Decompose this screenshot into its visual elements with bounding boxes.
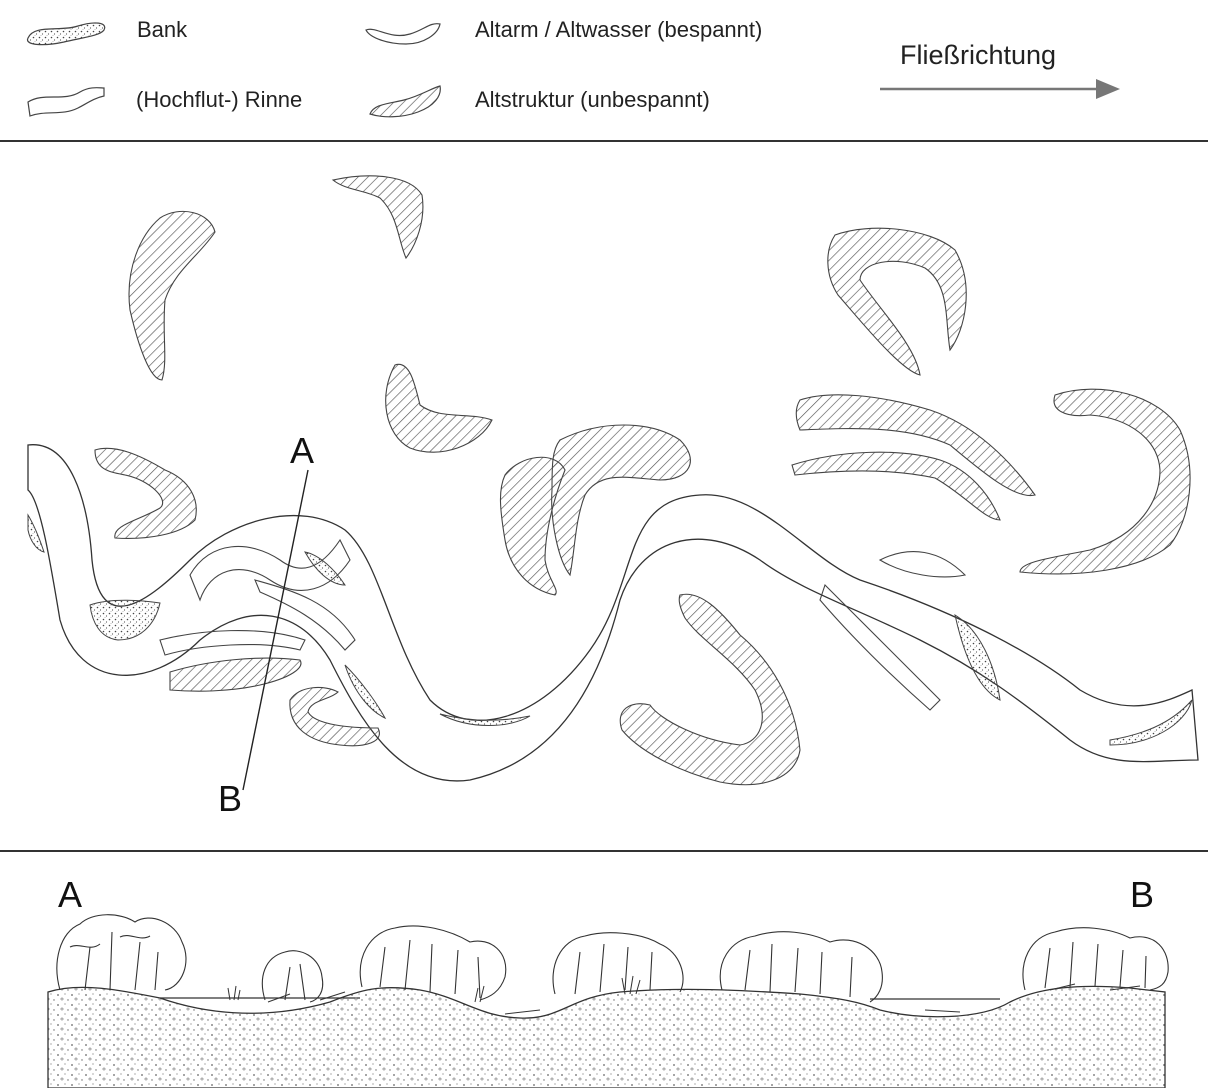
cross-section-drawing bbox=[0, 852, 1208, 1088]
cross-section-label-right: B bbox=[1130, 874, 1154, 916]
flood-channel bbox=[880, 552, 965, 577]
bank bbox=[345, 665, 385, 718]
old-structure bbox=[552, 425, 691, 575]
old-structure bbox=[170, 658, 301, 691]
flood-channel bbox=[820, 585, 940, 710]
bank bbox=[1110, 700, 1192, 745]
bank bbox=[90, 600, 160, 640]
floodplain-map: A B bbox=[0, 142, 1208, 850]
cross-section-label-left: A bbox=[58, 874, 82, 916]
flood-channel bbox=[160, 631, 305, 655]
bank bbox=[305, 552, 345, 585]
tree-cluster bbox=[57, 915, 186, 990]
oxbow-water-swatch-icon bbox=[360, 12, 444, 48]
old-structure bbox=[333, 176, 423, 258]
bank-swatch-icon bbox=[20, 12, 110, 48]
section-line bbox=[243, 470, 308, 790]
cross-section: A B bbox=[0, 852, 1208, 1088]
tree-cluster bbox=[1023, 928, 1168, 990]
map-drawing bbox=[0, 142, 1208, 850]
old-structure bbox=[1020, 389, 1190, 574]
flow-direction-label: Fließrichtung bbox=[900, 40, 1056, 71]
legend-label-oxbow-water: Altarm / Altwasser (bespannt) bbox=[475, 17, 762, 43]
old-structure bbox=[129, 211, 215, 380]
old-structure bbox=[792, 452, 1000, 520]
old-structure bbox=[828, 228, 966, 375]
old-structure-swatch-icon bbox=[364, 82, 448, 118]
legend-item-old-structure: Altstruktur (unbespannt) bbox=[364, 82, 710, 118]
section-end-label: B bbox=[218, 778, 242, 820]
legend-label-old-structure: Altstruktur (unbespannt) bbox=[475, 87, 710, 113]
legend-item-flood-channel: (Hochflut-) Rinne bbox=[24, 82, 302, 118]
arrow-right-icon bbox=[878, 76, 1123, 102]
legend: Bank Altarm / Altwasser (bespannt) (Hoch… bbox=[0, 0, 1208, 140]
old-structure bbox=[386, 364, 492, 452]
tree-cluster bbox=[262, 951, 322, 1002]
old-structure bbox=[95, 448, 196, 538]
legend-label-flood-channel: (Hochflut-) Rinne bbox=[136, 87, 302, 113]
legend-item-bank: Bank bbox=[20, 12, 187, 48]
legend-item-oxbow-water: Altarm / Altwasser (bespannt) bbox=[360, 12, 762, 48]
section-start-label: A bbox=[290, 430, 314, 472]
flood-channel-swatch-icon bbox=[24, 82, 108, 118]
old-structure bbox=[796, 395, 1035, 496]
tree-cluster bbox=[553, 933, 683, 994]
legend-label-bank: Bank bbox=[137, 17, 187, 43]
old-structure bbox=[620, 594, 800, 784]
ground-profile bbox=[48, 986, 1165, 1088]
main-channel bbox=[28, 445, 1198, 781]
